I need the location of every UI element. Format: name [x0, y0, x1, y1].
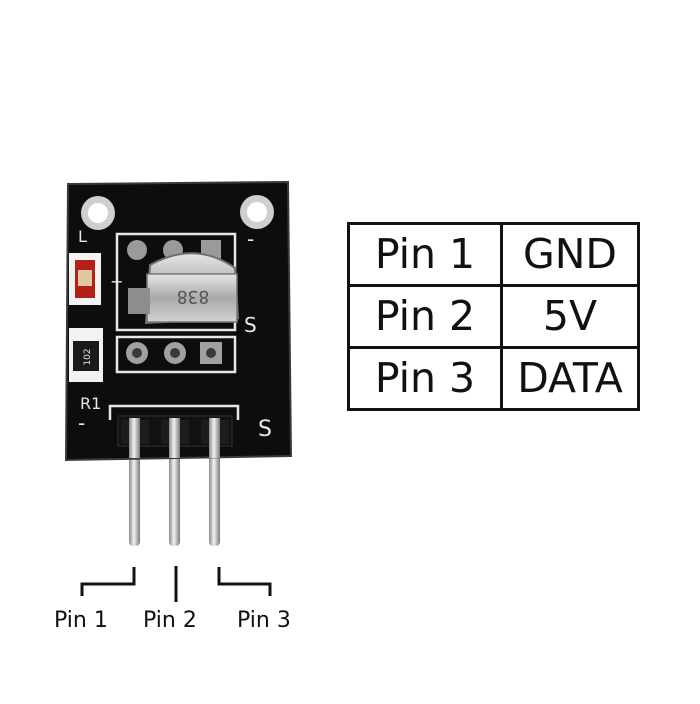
signal-bottom-label: S	[258, 417, 272, 442]
pin-cell: Pin 2	[347, 284, 503, 349]
mounting-holes	[81, 195, 274, 230]
pin-1-indicator	[80, 567, 136, 596]
pin-indicator-lines	[80, 566, 272, 602]
signal-mid-label: S	[244, 313, 257, 337]
table-row: Pin 2 5V	[347, 284, 640, 349]
signal-cell: DATA	[500, 346, 640, 411]
table-row: Pin 1 GND	[347, 222, 640, 287]
pin-cell: Pin 3	[347, 346, 503, 411]
minus-top-label: -	[247, 227, 254, 251]
pin-2-caption: Pin 2	[143, 608, 197, 633]
resistor-component: 102	[69, 328, 103, 382]
table-row: Pin 3 DATA	[347, 346, 640, 411]
minus-bottom-label: -	[78, 411, 85, 435]
led-component	[69, 253, 101, 305]
pin-3-caption: Pin 3	[237, 608, 291, 633]
pin-mapping-table: Pin 1 GND Pin 2 5V Pin 3 DATA	[347, 222, 640, 411]
resistor-label: R1	[80, 394, 101, 413]
pin-cell: Pin 1	[347, 222, 503, 287]
signal-cell: GND	[500, 222, 640, 287]
led-label: L	[78, 227, 87, 246]
sensor-marking: 838	[177, 286, 210, 307]
pin-1-caption: Pin 1	[54, 608, 108, 633]
pin-3-indicator	[217, 567, 272, 596]
resistor-code: 102	[83, 348, 93, 365]
solder-pads	[126, 240, 222, 364]
signal-cell: 5V	[500, 284, 640, 349]
ir-receiver-sensor: 838	[128, 252, 240, 325]
plus-label: +	[110, 272, 123, 291]
